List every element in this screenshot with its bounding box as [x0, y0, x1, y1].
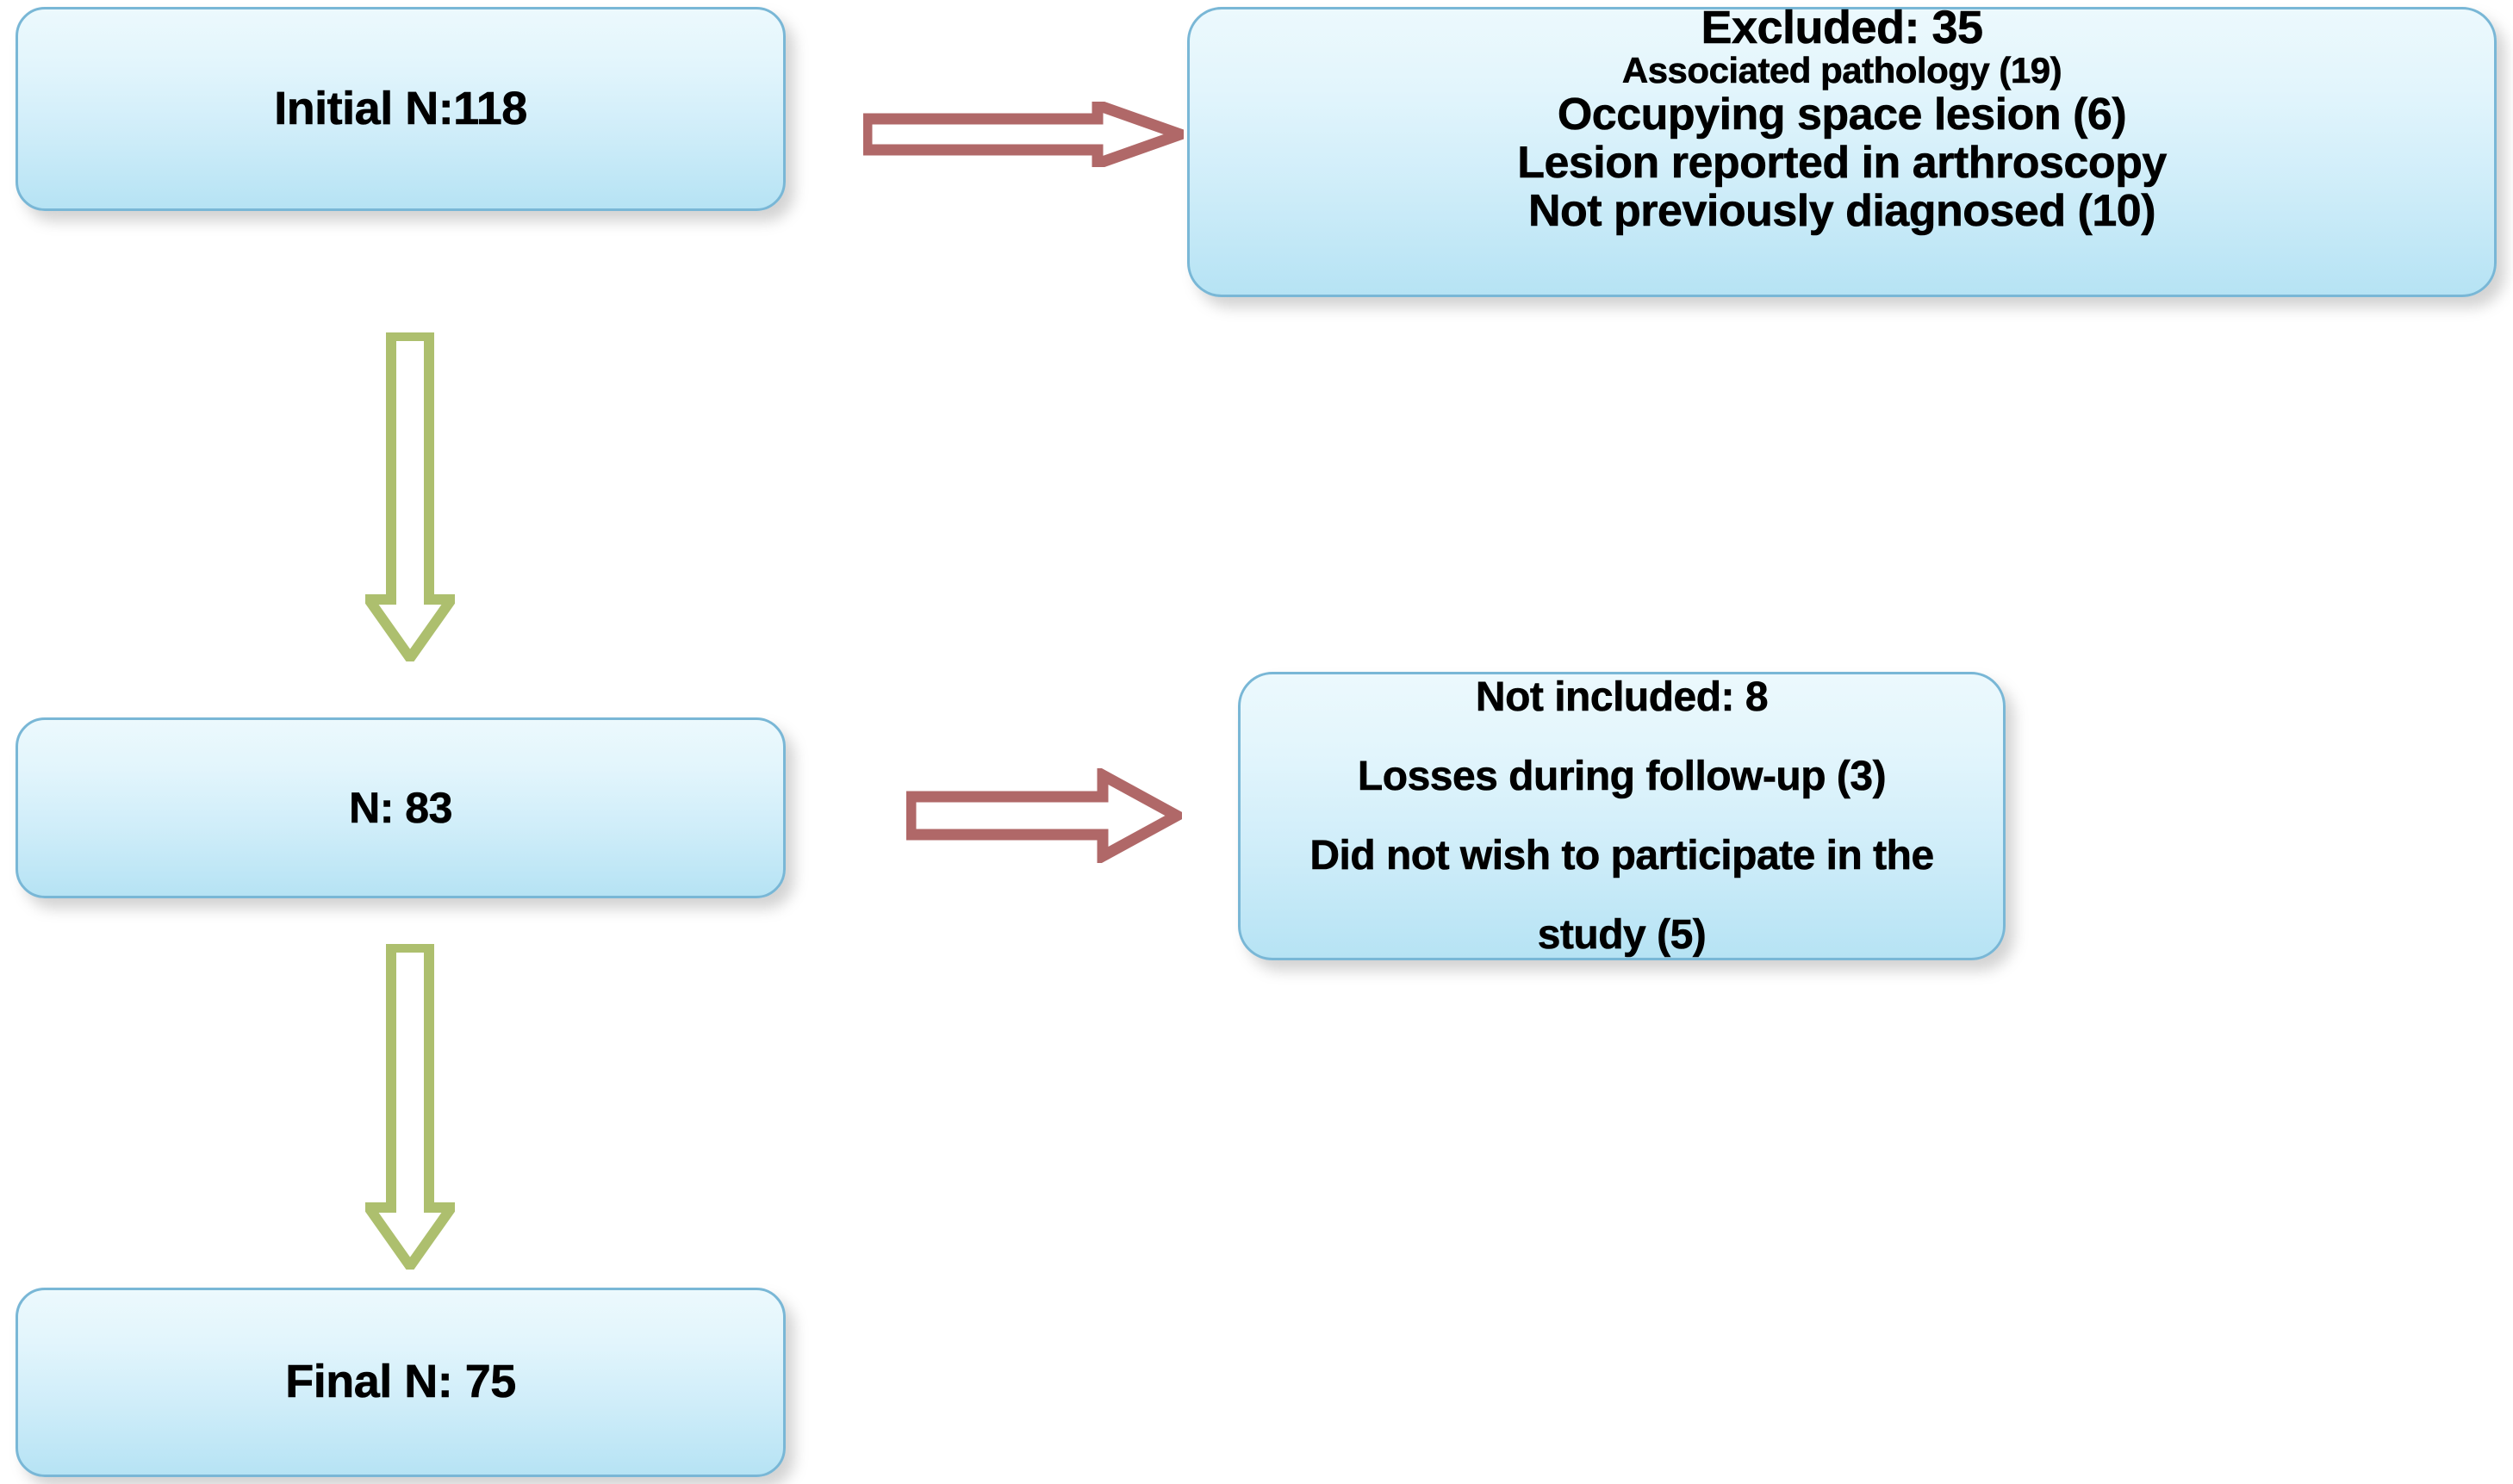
arrow-n83-to-final-icon: [365, 944, 455, 1270]
node-not-included-text: Not included: 8 Losses during follow-up …: [1241, 674, 2003, 958]
node-initial-n-line-0: Initial N:118: [274, 82, 528, 134]
node-final-n-text: Final N: 75: [18, 1356, 783, 1408]
node-initial-n-text: Initial N:118: [18, 82, 783, 134]
node-n83-text: N: 83: [18, 783, 783, 832]
node-excluded-text: Excluded: 35 Associated pathology (19) O…: [1190, 3, 2494, 235]
node-n83-line-0: N: 83: [349, 783, 453, 832]
node-final-n-line-0: Final N: 75: [285, 1356, 517, 1408]
node-excluded-line-1: Associated pathology (19): [1621, 50, 2062, 91]
node-not-included-line-2: Did not wish to participate in the: [1309, 832, 1934, 879]
node-excluded-line-3: Lesion reported in arthroscopy: [1517, 137, 2168, 188]
arrow-initial-to-n83-icon: [365, 332, 455, 661]
node-not-included-line-1: Losses during follow-up (3): [1357, 753, 1887, 799]
node-initial-n[interactable]: Initial N:118: [16, 7, 786, 211]
node-excluded-line-2: Occupying space lesion (6): [1557, 89, 2127, 140]
node-excluded-line-4: Not previously diagnosed (10): [1527, 185, 2156, 236]
node-excluded-line-0: Excluded: 35: [1701, 1, 1983, 53]
node-not-included-line-0: Not included: 8: [1475, 674, 1769, 720]
node-excluded[interactable]: Excluded: 35 Associated pathology (19) O…: [1187, 3, 2497, 297]
arrow-n83-to-not-included-icon: [906, 768, 1182, 863]
arrow-initial-to-excluded-icon: [863, 102, 1184, 167]
node-final-n[interactable]: Final N: 75: [16, 1288, 786, 1477]
node-not-included-line-3: study (5): [1537, 911, 1707, 958]
node-not-included[interactable]: Not included: 8 Losses during follow-up …: [1238, 672, 2006, 960]
node-n83[interactable]: N: 83: [16, 717, 786, 898]
